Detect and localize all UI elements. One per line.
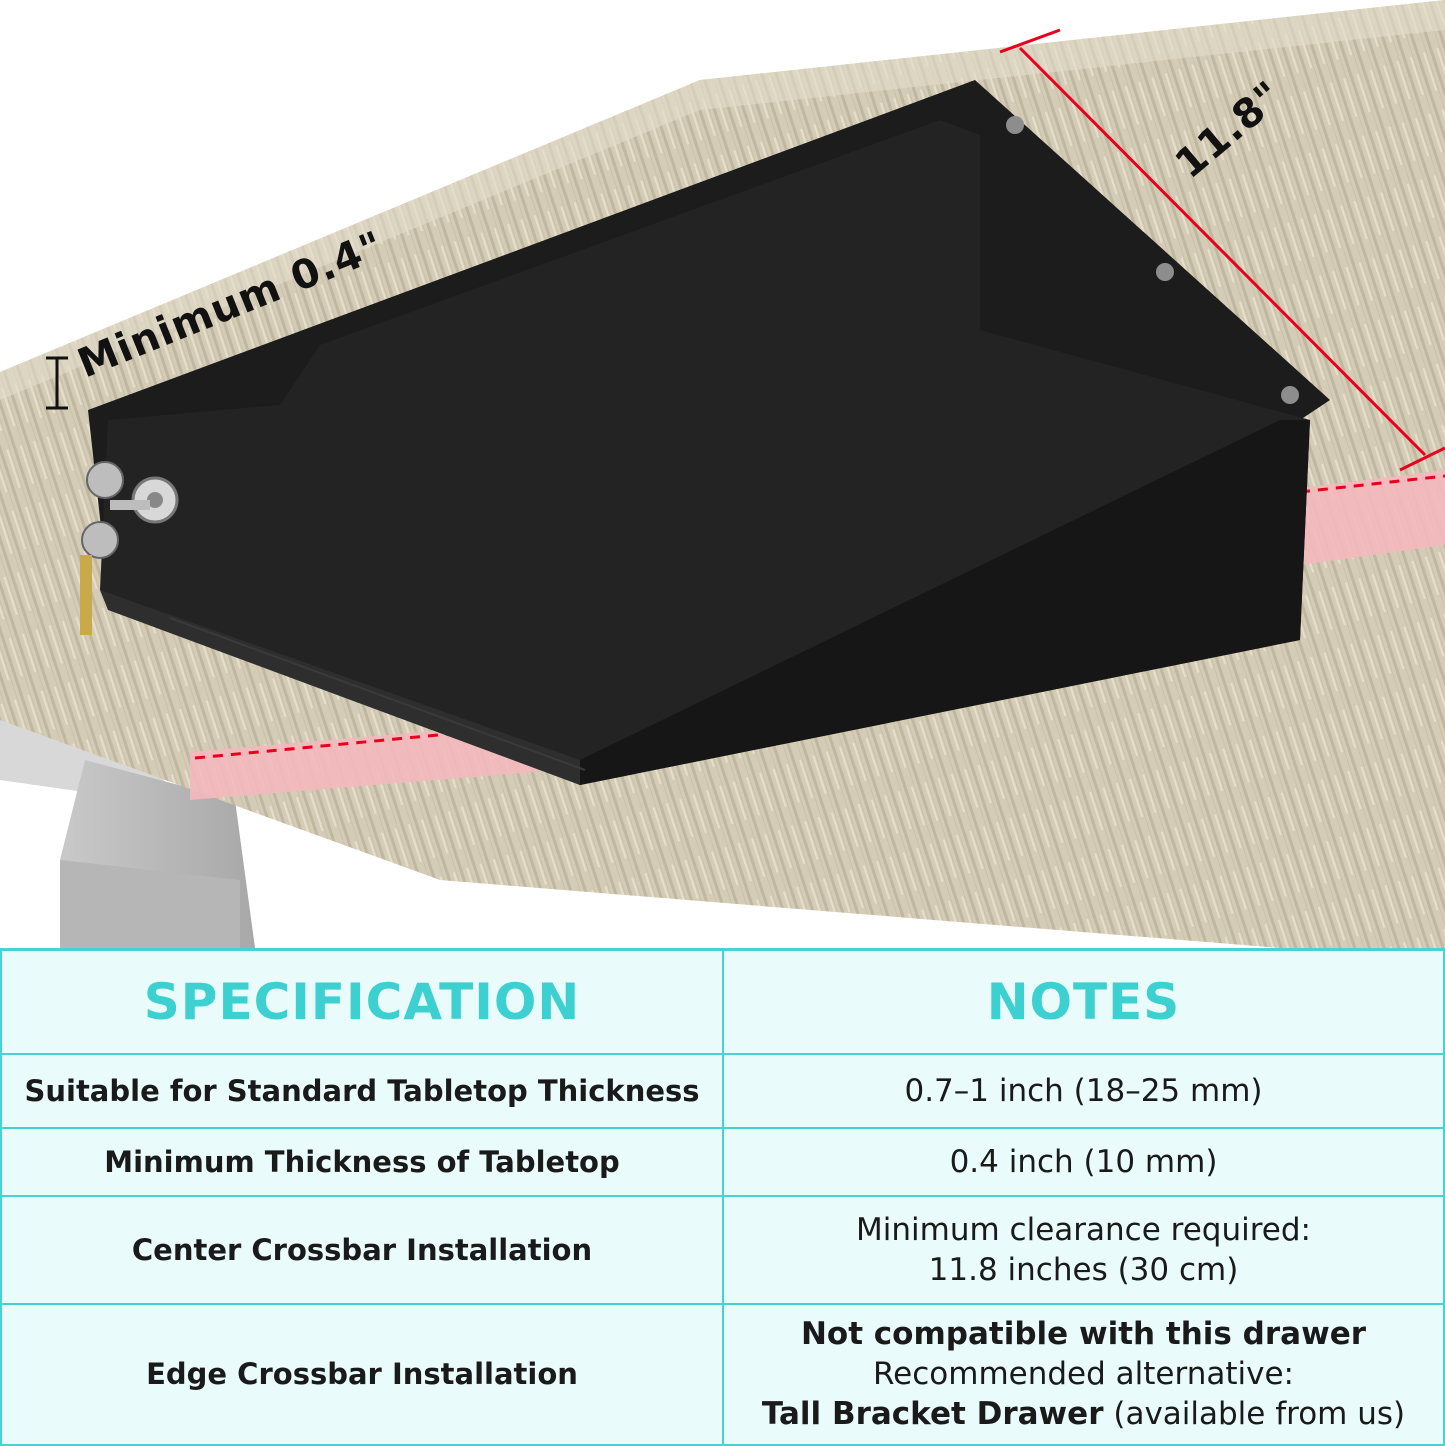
note-cell: 0.4 inch (10 mm) <box>722 1126 1445 1197</box>
note-cell: Minimum clearance required: 11.8 inches … <box>722 1194 1445 1305</box>
note-cell: 0.7–1 inch (18–25 mm) <box>722 1052 1445 1129</box>
spec-cell: Edge Crossbar Installation <box>0 1302 724 1446</box>
alternative-product-name: Tall Bracket Drawer <box>761 1396 1104 1432</box>
lock-icon <box>131 476 179 524</box>
spec-cell: Center Crossbar Installation <box>0 1194 724 1305</box>
header-notes: NOTES <box>722 948 1445 1055</box>
screw-icon <box>1006 116 1299 404</box>
incompatible-note: Not compatible with this drawer <box>800 1316 1367 1352</box>
note-line: Minimum clearance required: <box>856 1211 1311 1248</box>
product-illustration: Minimum 0.4" 11.8" <box>0 0 1445 948</box>
spec-cell: Suitable for Standard Tabletop Thickness <box>0 1052 724 1129</box>
note-line: 11.8 inches (30 cm) <box>928 1251 1239 1288</box>
table-row: Edge Crossbar Installation Not compatibl… <box>0 1302 1445 1446</box>
table-row: Center Crossbar Installation Minimum cle… <box>0 1194 1445 1305</box>
note-line: Recommended alternative: <box>873 1356 1294 1392</box>
drawer <box>88 80 1330 785</box>
table-row: Minimum Thickness of Tabletop 0.4 inch (… <box>0 1126 1445 1197</box>
spec-cell: Minimum Thickness of Tabletop <box>0 1126 724 1197</box>
depth-dimension <box>999 28 1445 472</box>
note-tail: (available from us) <box>1103 1396 1406 1432</box>
table-header-row: SPECIFICATION NOTES <box>0 948 1445 1055</box>
table-row: Suitable for Standard Tabletop Thickness… <box>0 1052 1445 1129</box>
thickness-dimension <box>46 356 68 410</box>
header-specification: SPECIFICATION <box>0 948 724 1055</box>
note-cell: Not compatible with this drawer Recommen… <box>722 1302 1445 1446</box>
desk-frame <box>0 718 360 948</box>
key-icon <box>80 461 150 635</box>
specification-table: SPECIFICATION NOTES Suitable for Standar… <box>0 948 1445 1446</box>
